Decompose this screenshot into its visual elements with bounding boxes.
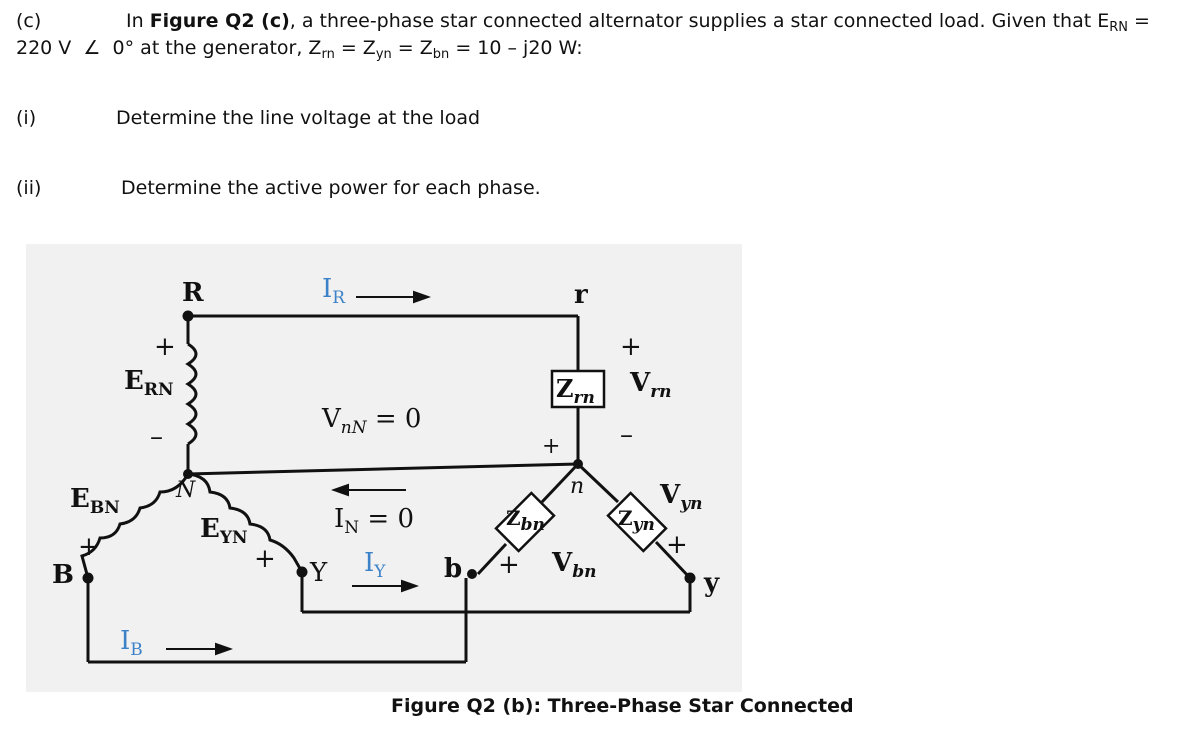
question-line-2: 220 V ∠ 0° at the generator, Zrn = Zyn =… — [16, 37, 583, 62]
voltage-label-VnN: VnN = 0 — [322, 404, 422, 439]
node-label-N: N — [176, 478, 196, 503]
subpart-text-i: Determine the line voltage at the load — [116, 107, 481, 129]
impedance-box-zyn — [606, 491, 668, 553]
current-label-IN: IN = 0 — [334, 504, 415, 539]
source-label-ERN: ERN — [124, 366, 174, 401]
intro-prefix: In — [126, 10, 150, 32]
node-label-B: B — [52, 560, 74, 590]
wire-neutral — [187, 462, 579, 476]
sign-zrn-plus: + — [542, 434, 561, 459]
coil-EBN — [80, 473, 190, 579]
node-b — [467, 569, 477, 579]
node-label-r: r — [574, 280, 588, 310]
source-label-EYN: EYN — [200, 514, 248, 549]
intro-text: , a three-phase star connected alternato… — [289, 10, 1110, 32]
node-B — [82, 572, 94, 584]
node-label-y: y — [704, 568, 720, 598]
sign-EBN-plus: + — [78, 532, 100, 562]
node-n — [573, 459, 583, 469]
node-label-R: R — [182, 278, 204, 308]
eq2: = Z — [391, 37, 433, 59]
circuit-diagram — [80, 290, 696, 664]
node-Y — [296, 566, 308, 578]
node-y — [684, 572, 696, 584]
sign-vrn-minus: – — [620, 420, 633, 450]
sign-vrn-plus: + — [620, 332, 642, 362]
sub-yn: yn — [375, 47, 392, 62]
source-label-EBN: EBN — [70, 484, 120, 519]
subpart-text-ii: Determine the active power for each phas… — [121, 177, 541, 199]
figure-reference: Figure Q2 (c) — [149, 10, 290, 32]
sub-bn: bn — [432, 47, 450, 62]
impedance-label-Zrn: Zrn — [556, 374, 595, 408]
node-N — [183, 469, 193, 479]
sign-vyn-plus: + — [666, 530, 688, 560]
node-R — [182, 310, 194, 322]
sign-ERN-minus: – — [150, 422, 163, 452]
voltage-label-Vbn: Vbn — [552, 548, 597, 583]
question-line-1: In Figure Q2 (c), a three-phase star con… — [126, 10, 1150, 35]
voltage-label-Vrn: Vrn — [630, 368, 672, 403]
node-label-n: n — [570, 474, 585, 499]
subpart-label-i: (i) — [16, 107, 37, 129]
wire-n-to-zbn — [540, 462, 580, 504]
wire-zyn-to-y — [654, 540, 692, 580]
circuit-figure: R r N n B Y b y IR IN = 0 IY IB ERN EBN … — [26, 244, 742, 692]
impedance-label-Zyn: Zyn — [618, 506, 655, 535]
wire-n-to-zyn — [576, 462, 620, 504]
figure-caption: Figure Q2 (b): Three-Phase Star Connecte… — [391, 695, 854, 717]
impedance-box-zrn — [550, 369, 606, 409]
eq1: = Z — [334, 37, 376, 59]
subpart-label-ii: (ii) — [16, 177, 42, 199]
sign-vbn-plus: + — [498, 550, 520, 580]
voltage-label-Vyn: Vyn — [660, 480, 703, 515]
coil-EYN — [187, 472, 304, 573]
current-label-IR: IR — [322, 274, 346, 309]
node-label-b: b — [444, 554, 463, 584]
current-label-IY: IY — [364, 548, 386, 583]
sub-rn: rn — [321, 47, 335, 62]
intro-equals: = — [1127, 10, 1150, 32]
impedance-label-Zbn: Zbn — [506, 506, 545, 535]
intro-subscript: RN — [1109, 20, 1128, 35]
coil-ERN — [185, 342, 198, 446]
angle-symbol: ∠ — [83, 37, 101, 59]
voltage-value: 220 V — [16, 37, 72, 59]
wire-zbn-to-b — [476, 542, 508, 576]
impedance-box-zbn — [494, 491, 556, 553]
angle-and-impedance: 0° at the generator, Z — [112, 37, 322, 59]
node-label-Y: Y — [310, 558, 328, 588]
impedance-value: = 10 – j20 W: — [449, 37, 583, 59]
sign-ERN-plus: + — [154, 332, 176, 362]
current-label-IB: IB — [120, 626, 143, 661]
sign-EYN-plus: + — [254, 544, 276, 574]
part-label: (c) — [16, 10, 42, 32]
